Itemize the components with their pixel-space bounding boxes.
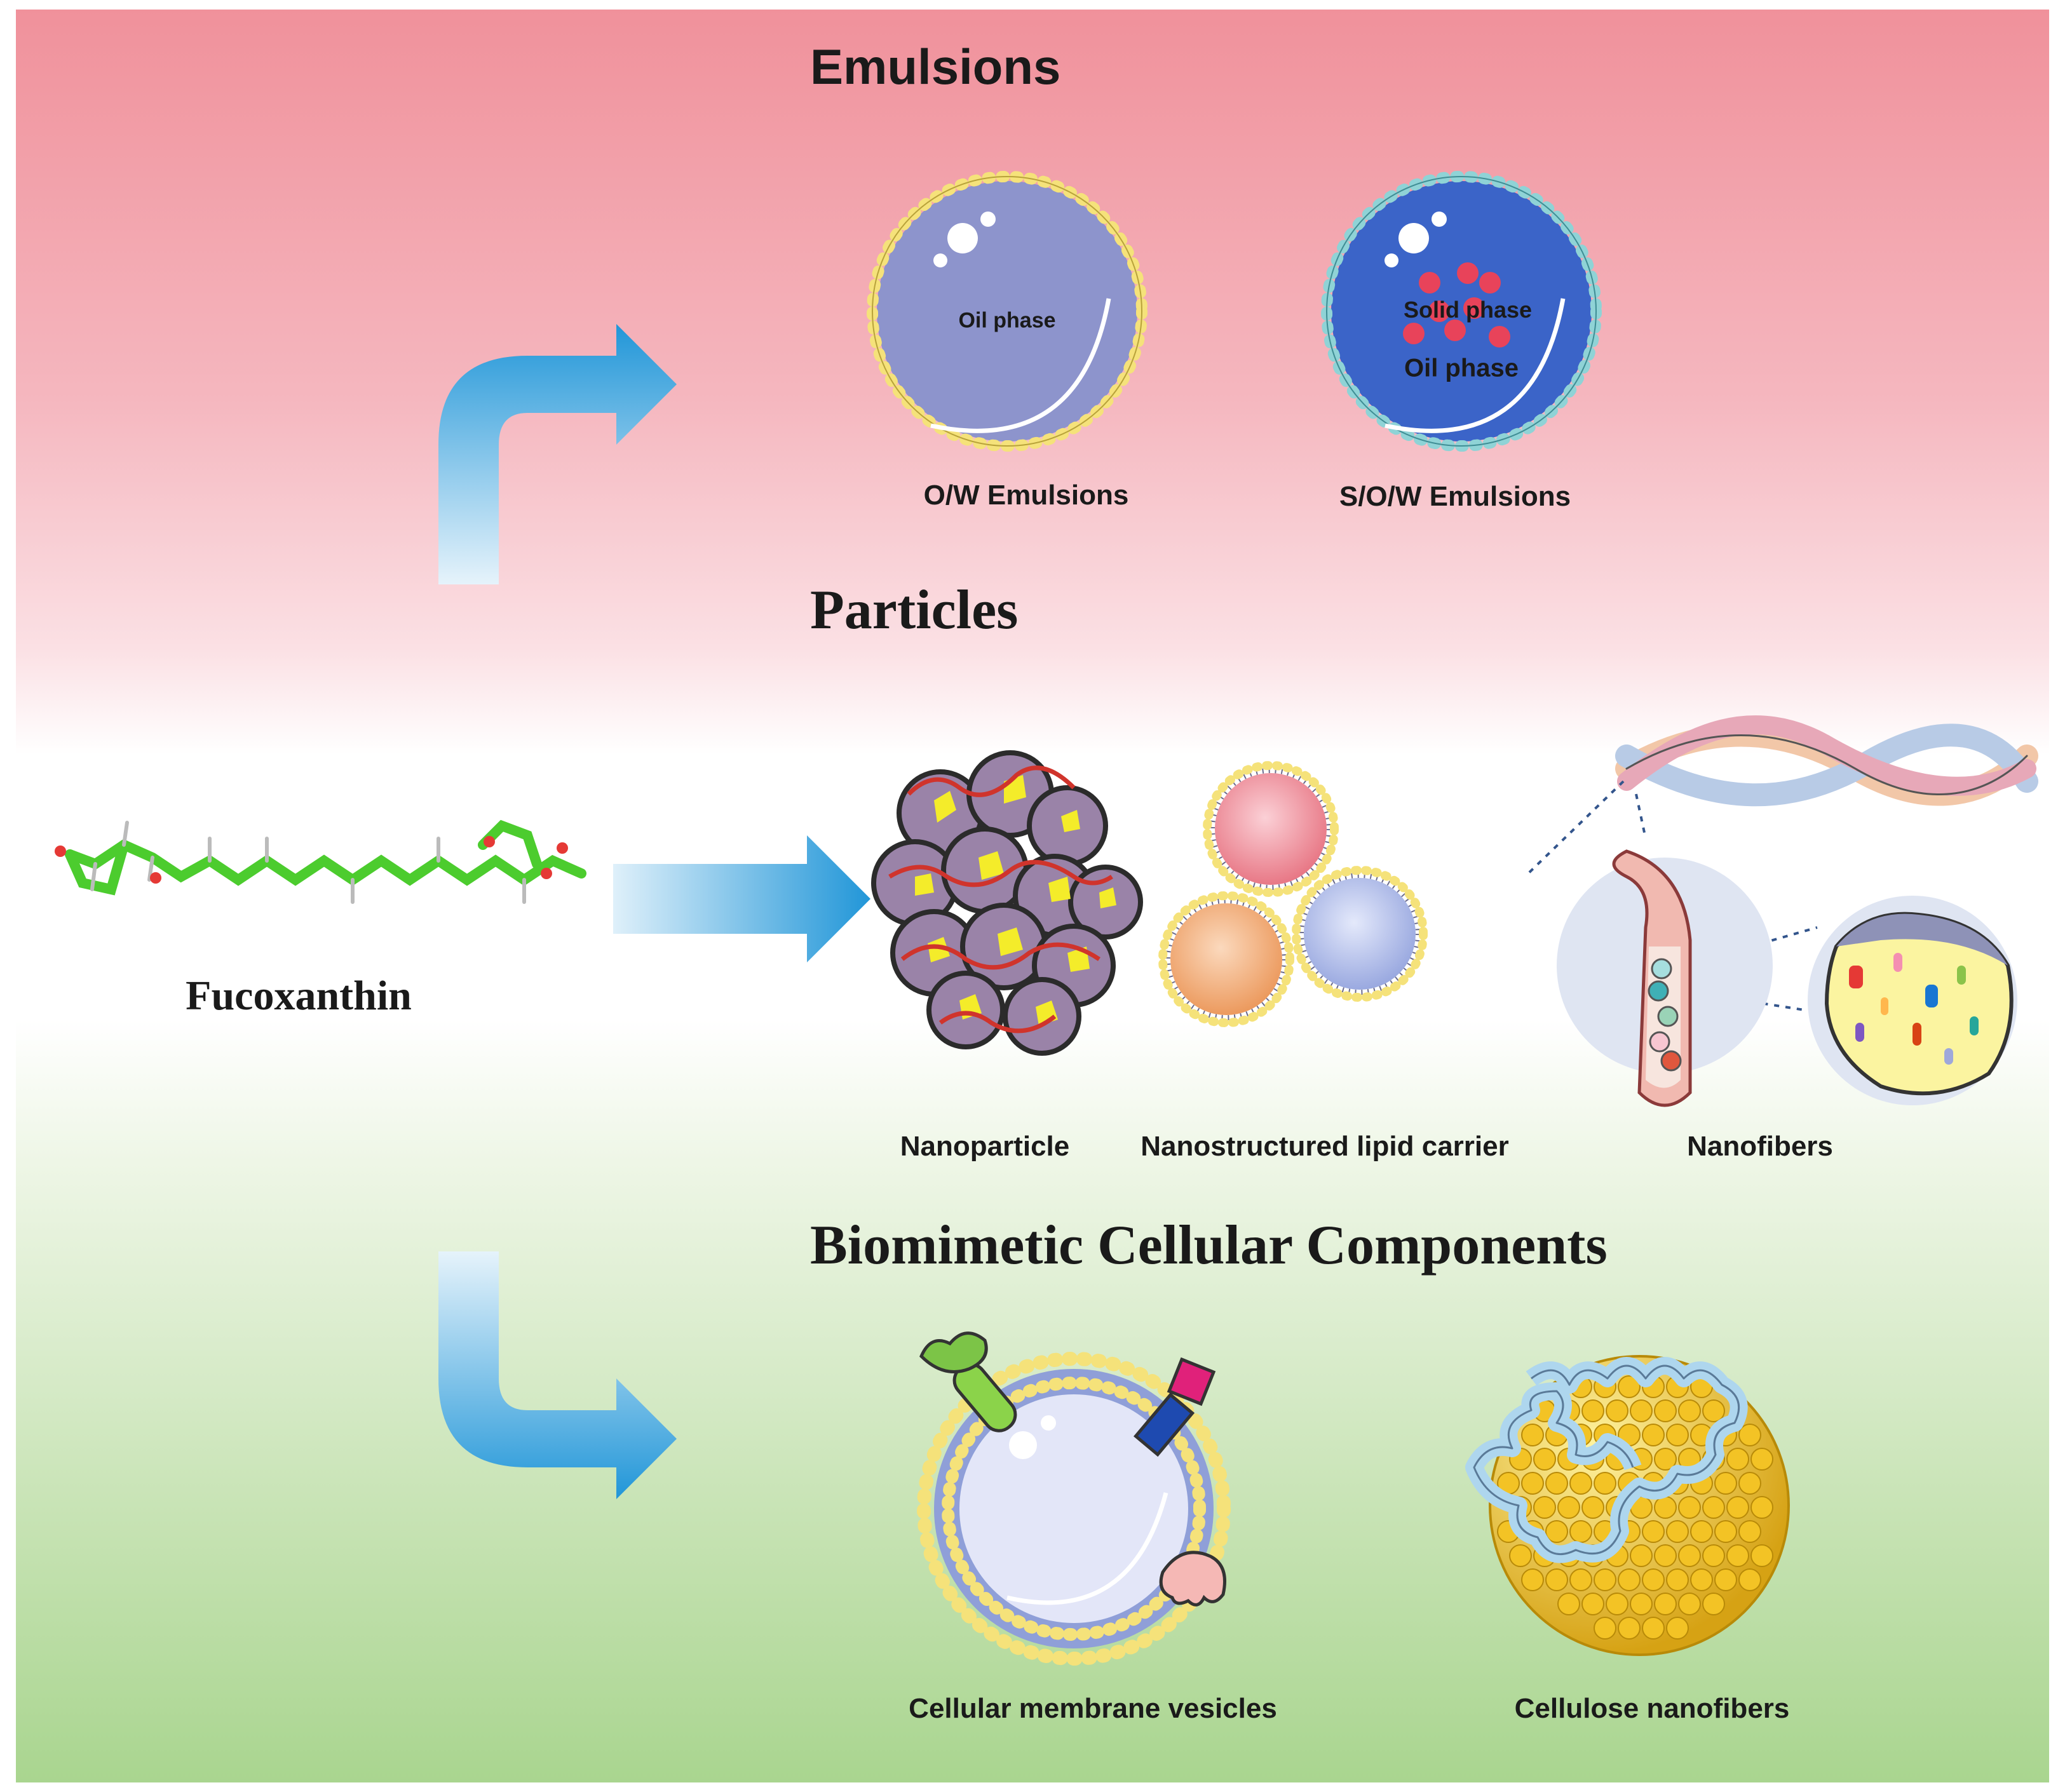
- sow-oil-phase-label: Oil phase: [1404, 354, 1519, 382]
- nanoparticle-caption: Nanoparticle: [900, 1131, 1070, 1162]
- membrane-protein-salmon: [1159, 1551, 1226, 1607]
- membrane-protein-green: [919, 1331, 1017, 1432]
- particles-title: Particles: [810, 579, 1019, 641]
- lipid-carrier-blue: [1292, 866, 1428, 1002]
- lipid-carrier-orange: [1158, 891, 1294, 1027]
- arrow-to-particles: [613, 835, 870, 962]
- sow-emulsions-caption: S/O/W Emulsions: [1339, 481, 1571, 512]
- biomimetic-title: Biomimetic Cellular Components: [810, 1215, 1608, 1276]
- sow-emulsion-droplet: [1321, 171, 1602, 452]
- lipid-carrier-pink: [1203, 761, 1339, 897]
- arrow-to-emulsions: [438, 324, 677, 584]
- cellulose-nanofibers-caption: Cellulose nanofibers: [1514, 1693, 1790, 1724]
- cellular-membrane-vesicles-caption: Cellular membrane vesicles: [909, 1693, 1277, 1724]
- nanofibers-caption: Nanofibers: [1687, 1131, 1833, 1162]
- cellular-membrane-vesicle: [917, 1331, 1231, 1666]
- nanoparticle-cluster: [871, 750, 1143, 1056]
- solid-particles: [1403, 262, 1510, 347]
- ow-emulsion-droplet: [867, 171, 1148, 452]
- cellulose-nanofiber-ball: [1465, 1355, 1790, 1656]
- ow-emulsions-caption: O/W Emulsions: [923, 480, 1129, 511]
- arrow-to-biomimetic: [438, 1251, 677, 1499]
- sow-solid-phase-label: Solid phase: [1403, 297, 1533, 323]
- fucoxanthin-molecule: [55, 819, 586, 904]
- fucoxanthin-label: Fucoxanthin: [186, 973, 412, 1019]
- nanostructured-lipid-carrier-caption: Nanostructured lipid carrier: [1141, 1131, 1509, 1162]
- membrane-protein-pink: [1133, 1357, 1216, 1457]
- nanofiber-braid: [1615, 715, 2038, 807]
- nanofiber-interior: [1808, 896, 2017, 1105]
- ow-oil-phase-label: Oil phase: [958, 308, 1056, 333]
- nanofiber-cross-section: [1557, 849, 1773, 1107]
- emulsions-title: Emulsions: [810, 39, 1061, 95]
